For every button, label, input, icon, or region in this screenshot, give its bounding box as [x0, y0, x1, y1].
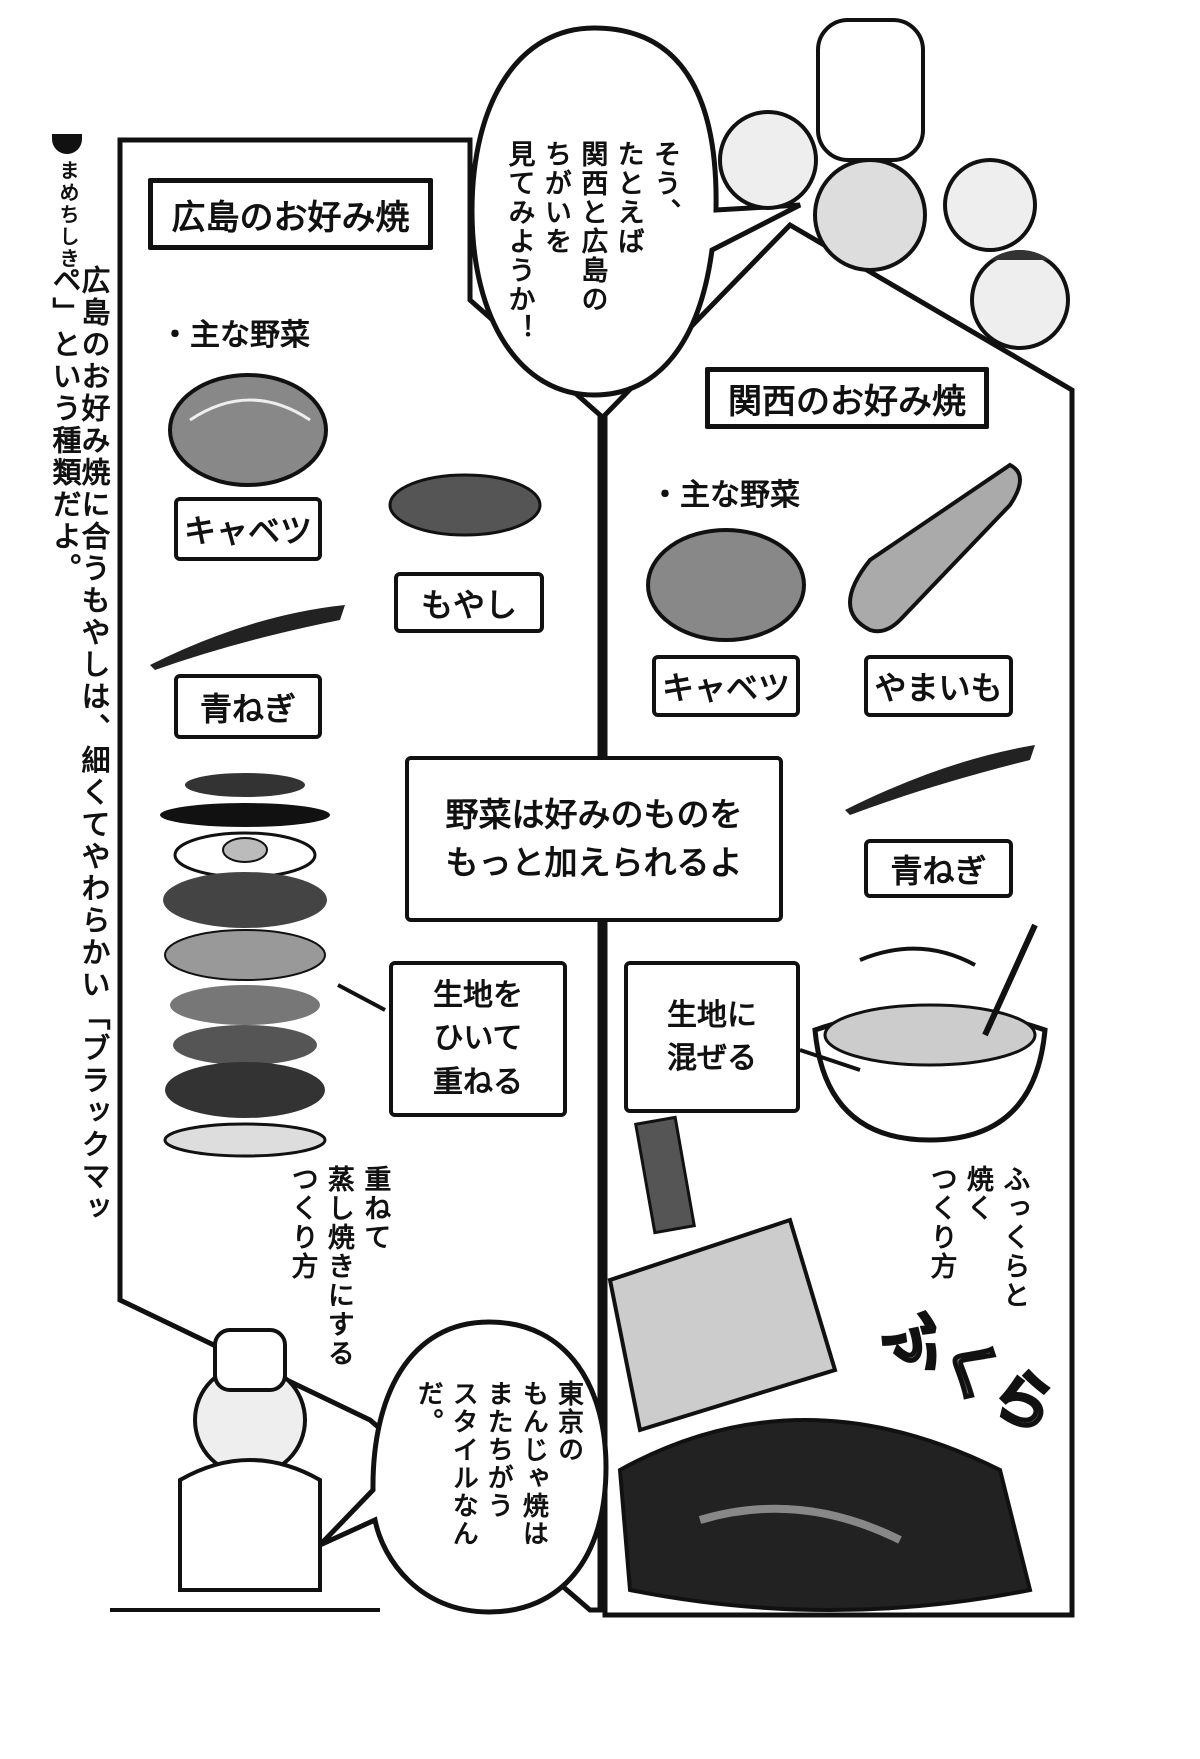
bottom-speech-bubble [318, 1319, 609, 1615]
hiroshima-veg-heading: ・主な野菜 [160, 318, 310, 353]
kansai-title: 関西のお好み焼 [705, 367, 989, 429]
cabbage-illustration-left [168, 373, 328, 487]
bean-sprouts-illustration [388, 473, 542, 537]
characters-illustration [110, 18, 1070, 1612]
step-line: 混ぜる [667, 1041, 757, 1076]
note-line: 野菜は好みのものを [445, 795, 743, 835]
bubble-line: 見てみようか！ [503, 140, 535, 343]
bubble-line: ちがいを [539, 140, 571, 256]
bubble-line: またちがう [483, 1380, 514, 1520]
note-line: もっと加えられるよ [445, 843, 743, 882]
pot-icon [52, 134, 82, 154]
method-line: ふっくらと [998, 1165, 1030, 1310]
step-line: 生地に [667, 997, 757, 1033]
bubble-line: そう、 [649, 140, 681, 227]
method-line: 重ねて [359, 1165, 391, 1252]
hiroshima-step-note: 生地を ひいて 重ねる [389, 961, 567, 1117]
kansai-veg-heading: ・主な野菜 [650, 478, 800, 513]
kansai-item-yam: やまいも [864, 655, 1013, 717]
layered-okonomiyaki-illustration [160, 773, 330, 1158]
bubble-line: 東京の [553, 1380, 584, 1464]
green-onion-illustration-right [845, 745, 1035, 815]
top-bubble-text: そう、 たとえば 関西と広島の ちがいを 見てみようか！ [500, 140, 682, 350]
hiroshima-method: 重ねて 蒸し焼きにする つくり方 [283, 1165, 392, 1368]
kansai-item-cabbage: キャベツ [652, 655, 800, 717]
kansai-item-green-onion: 青ねぎ [864, 839, 1013, 898]
green-onion-illustration-left [150, 605, 345, 670]
hiroshima-item-green-onion: 青ねぎ [174, 674, 322, 739]
bubble-line: 関西と広島の [576, 140, 608, 314]
method-line: つくり方 [925, 1165, 957, 1281]
trivia-sidebar: まめちしき 広島のお好み焼に合うもやしは、細くてやわらかい「ブラックマッペ」とい… [48, 130, 111, 1230]
kansai-panel-frame [602, 221, 1075, 1618]
trivia-text: 広島のお好み焼に合うもやしは、細くてやわらかい「ブラックマッペ」という種類だよ。 [48, 265, 111, 1225]
step-line: ひいて [433, 1021, 523, 1057]
yam-illustration [848, 462, 1022, 634]
bubble-line: スタイルなんだ。 [413, 1380, 479, 1548]
hiroshima-title: 広島のお好み焼 [148, 178, 433, 250]
spatula-and-okonomiyaki-illustration [607, 1115, 1033, 1612]
hiroshima-item-bean-sprouts: もやし [394, 572, 544, 633]
hiroshima-item-cabbage: キャベツ [174, 497, 322, 561]
method-line: 焼く [961, 1165, 993, 1223]
kansai-step-note: 生地に 混ぜる [624, 961, 800, 1113]
step-line: 重ねる [433, 1064, 523, 1100]
kansai-method: ふっくらと 焼く つくり方 [922, 1165, 1031, 1310]
mixing-bowl-illustration [812, 923, 1048, 1143]
bubble-line: もんじゃ焼は [518, 1380, 549, 1548]
cabbage-illustration-right [646, 528, 806, 642]
top-speech-bubble [469, 25, 802, 398]
bubble-line: たとえば [612, 140, 644, 256]
method-line: 蒸し焼きにする [322, 1165, 354, 1368]
center-note: 野菜は好みのものを もっと加えられるよ [405, 756, 783, 922]
bottom-bubble-text: 東京の もんじゃ焼は またちがう スタイルなんだ。 [410, 1380, 585, 1600]
trivia-badge: まめちしき [56, 160, 80, 270]
method-line: つくり方 [286, 1165, 318, 1281]
step-line: 生地を [433, 977, 523, 1013]
